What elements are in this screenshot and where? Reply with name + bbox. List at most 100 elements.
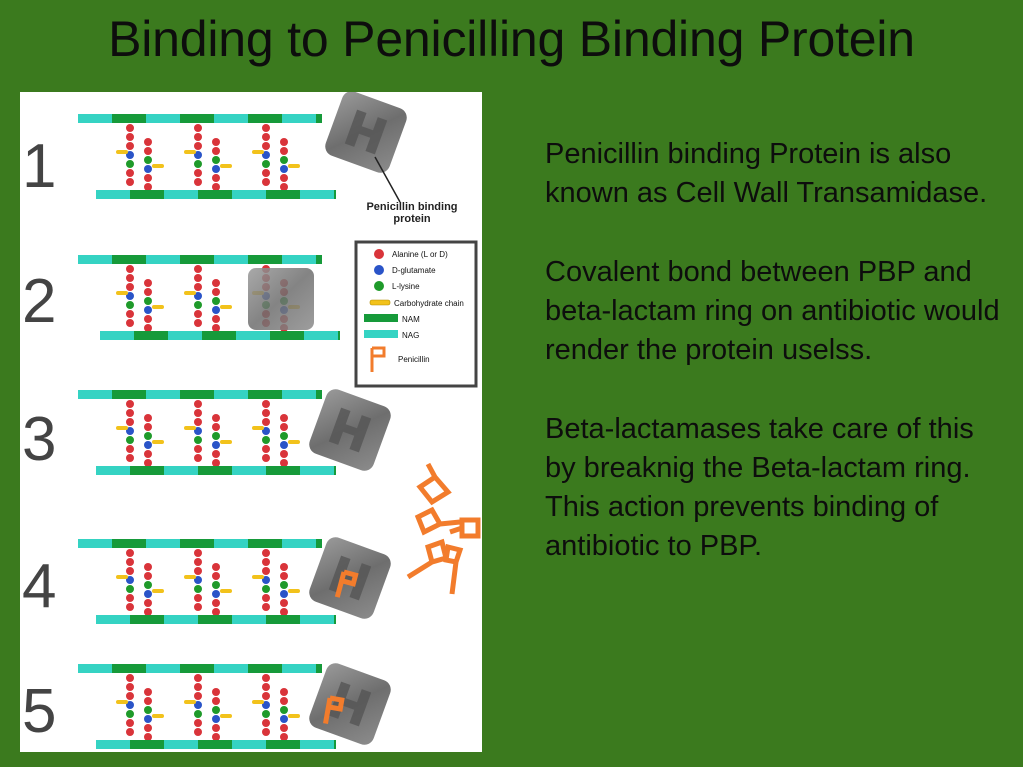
legend-alanine-label: Alanine (L or D) (392, 250, 448, 259)
row-5-peptide-residue (280, 706, 288, 714)
row-3-peptide-carbohydrate (288, 440, 300, 444)
row-4-peptide-residue (126, 549, 134, 557)
row-1-bottom-strand-segment (300, 190, 334, 199)
row-5-peptide-residue (194, 719, 202, 727)
row-1-peptide-residue (262, 124, 270, 132)
row-5-peptide-residue (144, 733, 152, 741)
row-3-top-strand-segment (112, 390, 146, 399)
row-4-bottom-strand-segment (300, 615, 334, 624)
row-4-peptide-residue (212, 572, 220, 580)
row-4-top-strand-segment (316, 539, 322, 548)
row-5-peptide-residue (262, 719, 270, 727)
row-4-top-strand-segment (78, 539, 112, 548)
row-2-peptide-residue (144, 306, 152, 314)
row-5-peptide-residue (126, 728, 134, 736)
row-5-peptide-residue (126, 692, 134, 700)
step-number-2: 2 (22, 267, 56, 336)
row-1-top-strand-segment (180, 114, 214, 123)
row-2-peptide-residue (194, 310, 202, 318)
row-3-bottom-strand-segment (198, 466, 232, 475)
row-5-top-strand-segment (316, 664, 322, 673)
row-3-bottom-strand-segment (300, 466, 334, 475)
row-2-peptide-residue (126, 310, 134, 318)
row-3-bottom-strand-segment (130, 466, 164, 475)
row-2-top-strand-segment (112, 255, 146, 264)
row-1-peptide-residue (280, 138, 288, 146)
row-1-peptide-carbohydrate (116, 150, 128, 154)
row-2-top-strand-segment (282, 255, 316, 264)
row-3-peptide-residue (126, 409, 134, 417)
row-2-peptide-residue (126, 301, 134, 309)
row-2-peptide-residue (126, 283, 134, 291)
row-1-peptide-residue (126, 160, 134, 168)
row-4-peptide-residue (212, 599, 220, 607)
row-1-peptide-residue (212, 174, 220, 182)
pbp-protein-1 (325, 92, 407, 173)
row-1-peptide-residue (194, 178, 202, 186)
row-5-peptide-residue (262, 692, 270, 700)
row-4-bottom-strand-segment (130, 615, 164, 624)
penicillin-fragment-2 (414, 506, 461, 536)
row-1-bottom-strand-segment (266, 190, 300, 199)
row-4-peptide-residue (262, 567, 270, 575)
row-3-peptide-residue (126, 445, 134, 453)
row-3-bottom-strand-segment (96, 466, 130, 475)
row-1-peptide-residue (144, 174, 152, 182)
row-4-top-strand-segment (282, 539, 316, 548)
pbp-protein-3 (309, 389, 391, 471)
row-5-top-strand-segment (112, 664, 146, 673)
row-1-peptide-residue (280, 147, 288, 155)
row-4-peptide-residue (262, 576, 270, 584)
row-5-peptide-residue (194, 701, 202, 709)
row-4-peptide-residue (280, 563, 288, 571)
legend-lysine-swatch (374, 281, 384, 291)
row-5-bottom-strand-segment (334, 740, 336, 749)
row-4-peptide-residue (262, 585, 270, 593)
row-1-peptide-residue (144, 138, 152, 146)
penicillin-fragment-3 (449, 517, 481, 539)
row-1-peptide-residue (262, 160, 270, 168)
row-5-bottom-strand-segment (96, 740, 130, 749)
row-5-peptide-residue (144, 706, 152, 714)
pbp-protein-5-binding-site (328, 681, 372, 727)
row-2-peptide-carbohydrate (152, 305, 164, 309)
row-3-bottom-strand-segment (266, 466, 300, 475)
row-3-peptide-carbohydrate (116, 426, 128, 430)
row-5-peptide-residue (280, 724, 288, 732)
row-1-bottom-strand-segment (96, 190, 130, 199)
row-1-peptide-residue (212, 138, 220, 146)
row-3-peptide-residue (212, 459, 220, 467)
pbp-protein-2 (248, 268, 314, 330)
row-4-bottom-strand-segment (334, 615, 336, 624)
row-4-peptide-residue (126, 576, 134, 584)
row-1-peptide-residue (212, 156, 220, 164)
row-5-peptide-residue (194, 683, 202, 691)
row-3-peptide-residue (126, 436, 134, 444)
row-1-bottom-strand-segment (334, 190, 336, 199)
paragraph-pbp-definition: Penicillin binding Protein is also known… (545, 138, 988, 209)
row-5-top-strand-segment (146, 664, 180, 673)
row-2-peptide-carbohydrate (220, 305, 232, 309)
row-4-peptide-residue (144, 572, 152, 580)
row-1-peptide-residue (126, 124, 134, 132)
row-3-peptide-residue (262, 445, 270, 453)
row-4-peptide-carbohydrate (252, 575, 264, 579)
row-4-peptide-residue (212, 590, 220, 598)
row-2-bottom-strand-segment (236, 331, 270, 340)
row-5-peptide-residue (262, 728, 270, 736)
row-1-peptide-residue (194, 151, 202, 159)
row-1-peptide-residue (262, 178, 270, 186)
row-1-top-strand-segment (112, 114, 146, 123)
row-4-peptide-residue (280, 572, 288, 580)
legend-nag-swatch (364, 330, 398, 338)
pbp-label-line1: Penicillin binding (366, 201, 457, 213)
row-5-peptide-residue (126, 674, 134, 682)
row-3-peptide-residue (144, 441, 152, 449)
row-3-peptide-residue (126, 418, 134, 426)
row-1-top-strand-segment (282, 114, 316, 123)
row-2-bottom-strand-segment (168, 331, 202, 340)
row-4-peptide-residue (212, 608, 220, 616)
row-4-top-strand-segment (180, 539, 214, 548)
row-5-peptide-residue (144, 715, 152, 723)
row-5-peptide-carbohydrate (220, 714, 232, 718)
